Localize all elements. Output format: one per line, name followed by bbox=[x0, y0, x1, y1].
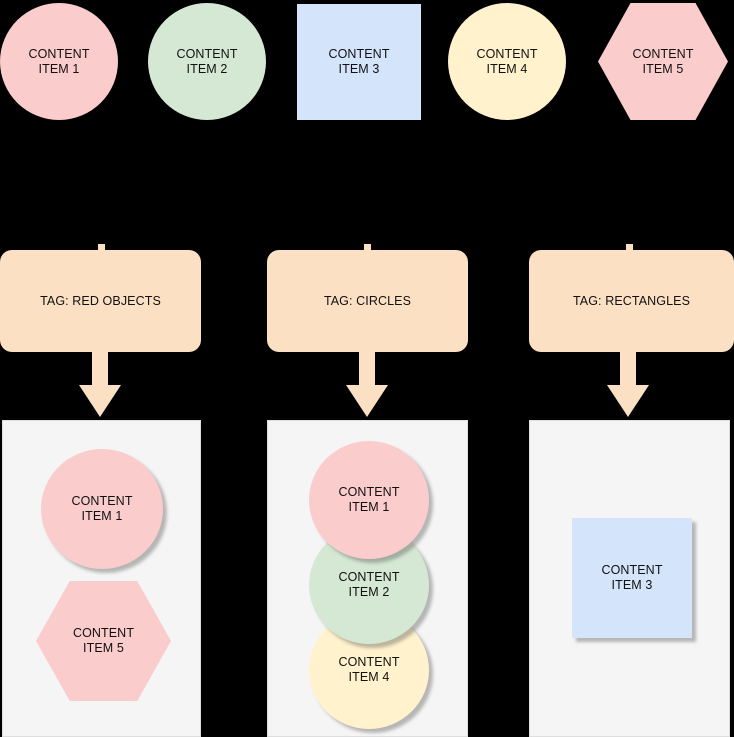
source-item-5-label: CONTENT ITEM 5 bbox=[632, 46, 694, 76]
arrow-head bbox=[79, 385, 121, 417]
result-item-3-label: CONTENT ITEM 3 bbox=[601, 563, 663, 592]
source-item-3[interactable]: CONTENT ITEM 3 bbox=[297, 4, 421, 120]
source-item-1-label: CONTENT ITEM 1 bbox=[28, 46, 90, 76]
result-panel-circles: CONTENT ITEM 1 CONTENT ITEM 2 CONTENT IT… bbox=[267, 420, 468, 737]
arrow-shaft bbox=[359, 351, 375, 387]
result-panel-rectangles: CONTENT ITEM 3 bbox=[529, 420, 730, 737]
source-item-2[interactable]: CONTENT ITEM 2 bbox=[148, 3, 266, 120]
source-item-3-label: CONTENT ITEM 3 bbox=[328, 47, 390, 76]
result-item-2-label: CONTENT ITEM 2 bbox=[338, 570, 400, 599]
tag-red-objects[interactable]: TAG: RED OBJECTS bbox=[0, 250, 201, 352]
result-panel-red-objects: CONTENT ITEM 1 CONTENT ITEM 5 bbox=[2, 420, 201, 737]
arrow-head bbox=[346, 385, 388, 417]
tag-rectangles[interactable]: TAG: RECTANGLES bbox=[529, 250, 734, 352]
result-item-1-circle[interactable]: CONTENT ITEM 1 bbox=[41, 449, 163, 569]
arrow-shaft bbox=[620, 351, 636, 387]
result-item-5-label: CONTENT ITEM 5 bbox=[72, 626, 135, 655]
source-item-2-label: CONTENT ITEM 2 bbox=[176, 46, 238, 76]
result-item-1-circle[interactable]: CONTENT ITEM 1 bbox=[309, 441, 429, 559]
arrow-shaft bbox=[92, 351, 108, 387]
source-item-5[interactable]: CONTENT ITEM 5 bbox=[598, 3, 728, 120]
tag-stub-top-red-objects bbox=[98, 244, 105, 251]
tag-stub-top-rectangles bbox=[626, 244, 633, 251]
result-item-5-hexagon[interactable]: CONTENT ITEM 5 bbox=[36, 581, 171, 701]
arrow-circles-icon bbox=[346, 351, 388, 417]
result-item-1-label: CONTENT ITEM 1 bbox=[338, 485, 400, 514]
source-item-4[interactable]: CONTENT ITEM 4 bbox=[448, 3, 566, 120]
source-item-4-label: CONTENT ITEM 4 bbox=[476, 46, 538, 76]
tag-circles-label: TAG: CIRCLES bbox=[323, 294, 412, 308]
tag-stub-top-circles bbox=[364, 244, 371, 251]
arrow-head bbox=[607, 385, 649, 417]
arrow-rectangles-icon bbox=[607, 351, 649, 417]
result-item-1-label: CONTENT ITEM 1 bbox=[71, 494, 133, 523]
result-item-3-rectangle[interactable]: CONTENT ITEM 3 bbox=[572, 518, 692, 638]
arrow-red-objects-icon bbox=[79, 351, 121, 417]
tag-red-objects-label: TAG: RED OBJECTS bbox=[40, 294, 161, 308]
source-item-1[interactable]: CONTENT ITEM 1 bbox=[0, 3, 118, 120]
tag-circles[interactable]: TAG: CIRCLES bbox=[267, 250, 468, 352]
tag-rectangles-label: TAG: RECTANGLES bbox=[572, 294, 691, 308]
result-item-4-label: CONTENT ITEM 4 bbox=[338, 655, 400, 684]
